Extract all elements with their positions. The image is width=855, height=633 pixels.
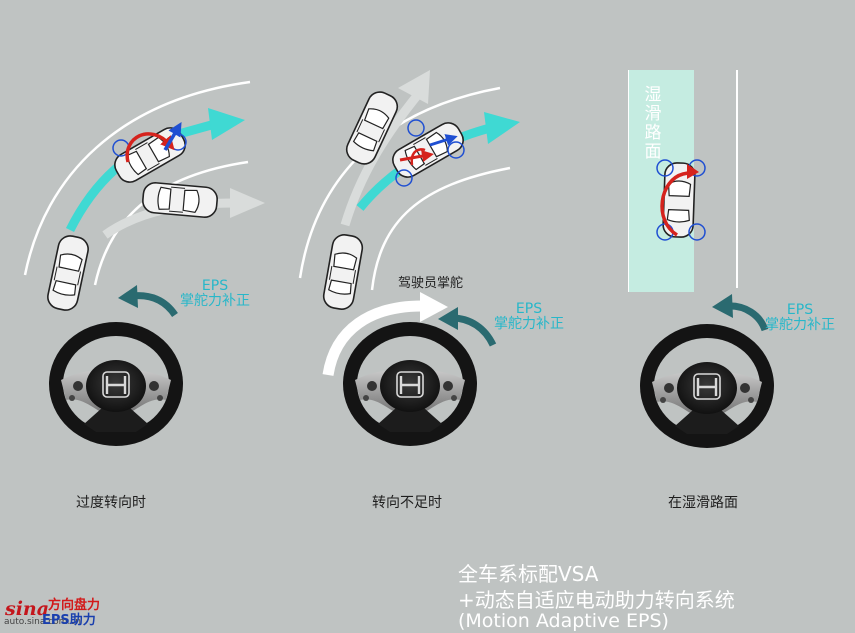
title-line-2: +动态自适应电动助力转向系统 xyxy=(458,588,735,612)
steering-wheel-icon xyxy=(341,320,479,448)
road-edge-line xyxy=(736,70,738,288)
title-line-3: (Motion Adaptive EPS) xyxy=(458,610,669,632)
panel-caption-wet-road: 在湿滑路面 xyxy=(668,495,738,511)
car-icon xyxy=(387,117,469,183)
steering-wheel-icon xyxy=(638,322,776,450)
panel-understeer xyxy=(298,70,520,448)
panel-caption-oversteer: 过度转向时 xyxy=(76,495,146,511)
title-line-1: 全车系标配VSA xyxy=(458,562,599,586)
legend-eps-assist: EPS助力 xyxy=(42,613,96,628)
logo-url: auto.sina.com.cn xyxy=(4,617,81,627)
car-icon xyxy=(656,159,706,241)
wet-road-label: 湿滑路面 xyxy=(644,85,662,162)
car-icon xyxy=(141,181,219,219)
steering-wheel-icon xyxy=(47,320,185,448)
panel-caption-understeer: 转向不足时 xyxy=(372,495,442,511)
panel-oversteer xyxy=(23,80,265,448)
driver-steering-label: 驾驶员掌舵 xyxy=(398,276,464,291)
panel-wet-road xyxy=(638,294,776,450)
sina-logo: sina xyxy=(5,598,50,620)
car-icon xyxy=(321,232,365,312)
legend-steering-force: 方向盘力 xyxy=(48,598,101,613)
car-icon xyxy=(44,232,92,314)
